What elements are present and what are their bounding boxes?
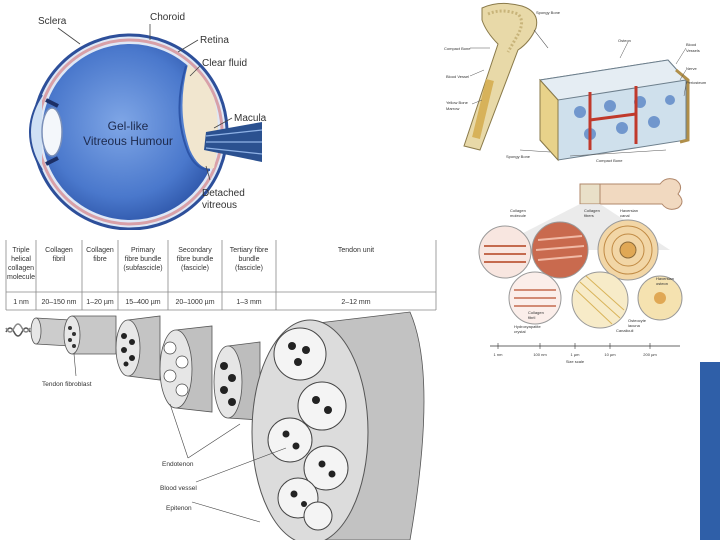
tendon-leader-lines — [73, 353, 287, 523]
label-hydroxyapatite-1: Hydroxyapatite — [514, 324, 541, 329]
size-scale-title: Size scale — [566, 359, 585, 364]
col-header: (subfascicle) — [123, 265, 162, 272]
size-cell: 1 nm — [13, 299, 29, 306]
bone-block — [539, 59, 690, 162]
size-scale-ticks: 1 nm 100 nm 1 µm 10 µm 200 µm — [494, 343, 657, 357]
label-haversian-canal-2: canal — [620, 213, 630, 218]
size-cell: 2–12 mm — [341, 299, 370, 306]
label-blood-vessel-tendon: Blood vessel — [160, 485, 197, 492]
long-bone-icon — [579, 178, 683, 210]
label-spongy-bone-bottom: Spongy Bone — [506, 154, 531, 159]
label-osteocyte-lacuna-2: lacuna — [628, 323, 641, 328]
cylinder-fibre — [63, 315, 117, 355]
size-cell: 1–20 µm — [86, 299, 114, 306]
tendon-table-sizes: 1 nm 20–150 nm 1–20 µm 15–400 µm 20–1000… — [13, 299, 371, 306]
col-header: fibre — [93, 256, 107, 263]
collagen-molecule-circle — [478, 225, 532, 279]
size-cell: 1–3 mm — [236, 299, 261, 306]
label-collagen-fibril-2: fibril — [528, 315, 535, 320]
label-sclera: Sclera — [38, 16, 67, 27]
label-osteon: Osteon — [618, 38, 631, 43]
label-collagen-fibers-2: fibers — [584, 213, 594, 218]
triple-helix — [5, 327, 31, 337]
label-vitreous-2: Vitreous Humour — [83, 134, 173, 148]
size-cell: 15–400 µm — [125, 299, 160, 306]
label-macula: Macula — [234, 113, 267, 124]
cornea-shape — [29, 94, 43, 171]
vitreous-body — [42, 44, 218, 220]
lens-shape — [41, 107, 63, 157]
tendon-hierarchy-diagram: Triple helical collagen molecule Collage… — [5, 240, 437, 540]
col-header: Collagen — [45, 247, 73, 254]
col-header: molecule — [7, 274, 35, 281]
scale-tick-label: 1 nm — [494, 352, 504, 357]
label-clear-fluid: Clear fluid — [202, 58, 247, 69]
cylinder-tendon-unit — [251, 311, 425, 540]
label-compact-bone: Compact Bone — [444, 46, 471, 51]
bone-hierarchy-diagram: Collagen molecule Collagen fibers Havers… — [478, 178, 683, 364]
size-cell: 20–1000 µm — [175, 299, 214, 306]
label-choroid: Choroid — [150, 12, 185, 23]
col-header: fibre bundle — [177, 256, 214, 263]
col-header: Triple — [12, 247, 29, 254]
cylinder-secondary-bundle — [159, 325, 213, 413]
label-endotenon: Endotenon — [162, 461, 194, 468]
col-header: fibre bundle — [125, 256, 162, 263]
label-haversian-osteon-1: Haversian — [656, 276, 674, 281]
label-yellow-marrow-1: Yellow Bone — [446, 100, 469, 105]
label-vitreous-1: Gel-like — [108, 119, 149, 133]
label-collagen-fibril-1: Collagen — [528, 310, 544, 315]
label-epitenon: Epitenon — [166, 505, 192, 512]
cylinder-tertiary-bundle — [213, 341, 261, 421]
col-header: (fascicle) — [235, 265, 263, 272]
scale-tick-label: 200 µm — [643, 352, 657, 357]
tendon-size-table — [5, 240, 437, 311]
label-detached-2: vitreous — [202, 200, 237, 211]
detached-vitreous-line — [178, 65, 211, 171]
col-header: collagen — [8, 265, 34, 272]
hierarchy-labels: Collagen molecule Collagen fibers Havers… — [510, 208, 674, 334]
label-spongy-bone-top: Spongy Bone — [536, 10, 561, 15]
bone-structure-diagram: Spongy Bone Compact Bone Blood Vessel Ye… — [444, 2, 707, 163]
cylinder-fibril — [30, 317, 71, 347]
label-osteocyte-lacuna-1: Osteocyte — [628, 318, 647, 323]
col-header: (fascicle) — [181, 265, 209, 272]
scale-tick-label: 100 nm — [533, 352, 547, 357]
col-header: Collagen — [86, 247, 114, 254]
scale-tick-label: 10 µm — [604, 352, 616, 357]
accent-bar — [700, 362, 720, 540]
bone-leader-lines — [469, 41, 687, 105]
col-header: Secondary — [178, 247, 212, 254]
label-blood-vessels-2: Vessels — [686, 48, 700, 53]
label-compact-bone-bottom: Compact Bone — [596, 158, 623, 163]
scale-tick-label: 1 µm — [571, 352, 581, 357]
label-retina: Retina — [200, 35, 229, 46]
label-collagen-molecule-1: Collagen — [510, 208, 526, 213]
col-header: Tendon unit — [338, 247, 374, 254]
label-blood-vessels-1: Blood — [686, 42, 696, 47]
col-header: Tertiary fibre — [230, 247, 269, 254]
label-haversian-osteon-2: osteon — [656, 281, 668, 286]
label-yellow-marrow-2: Marrow — [446, 106, 459, 111]
tendon-table-headers: Triple helical collagen molecule Collage… — [7, 247, 374, 281]
iris-shape — [45, 98, 59, 166]
label-collagen-molecule-2: molecule — [510, 213, 527, 218]
label-collagen-fibers-1: Collagen — [584, 208, 600, 213]
eye-leader-lines — [57, 24, 233, 181]
label-blood-vessel-bone: Blood Vessel — [446, 74, 469, 79]
label-nerve: Nerve — [686, 66, 697, 71]
col-header: bundle — [238, 256, 259, 263]
cylinder-primary-bundle — [115, 315, 161, 381]
label-haversian-canal-1: Haversian — [620, 208, 638, 213]
label-canaliculi: Canaliculi — [616, 328, 633, 333]
size-cell: 20–150 nm — [41, 299, 76, 306]
col-header: helical — [11, 256, 31, 263]
eye-diagram: Sclera Choroid Retina Clear fluid Macula… — [29, 12, 267, 230]
label-detached-1: Detached — [202, 188, 245, 199]
col-header: fibril — [53, 256, 66, 263]
label-periosteum: Periosteum — [686, 80, 707, 85]
col-header: Primary — [131, 247, 156, 254]
label-hydroxyapatite-2: crystal — [514, 329, 526, 334]
label-tendon-fibroblast: Tendon fibroblast — [42, 381, 92, 388]
